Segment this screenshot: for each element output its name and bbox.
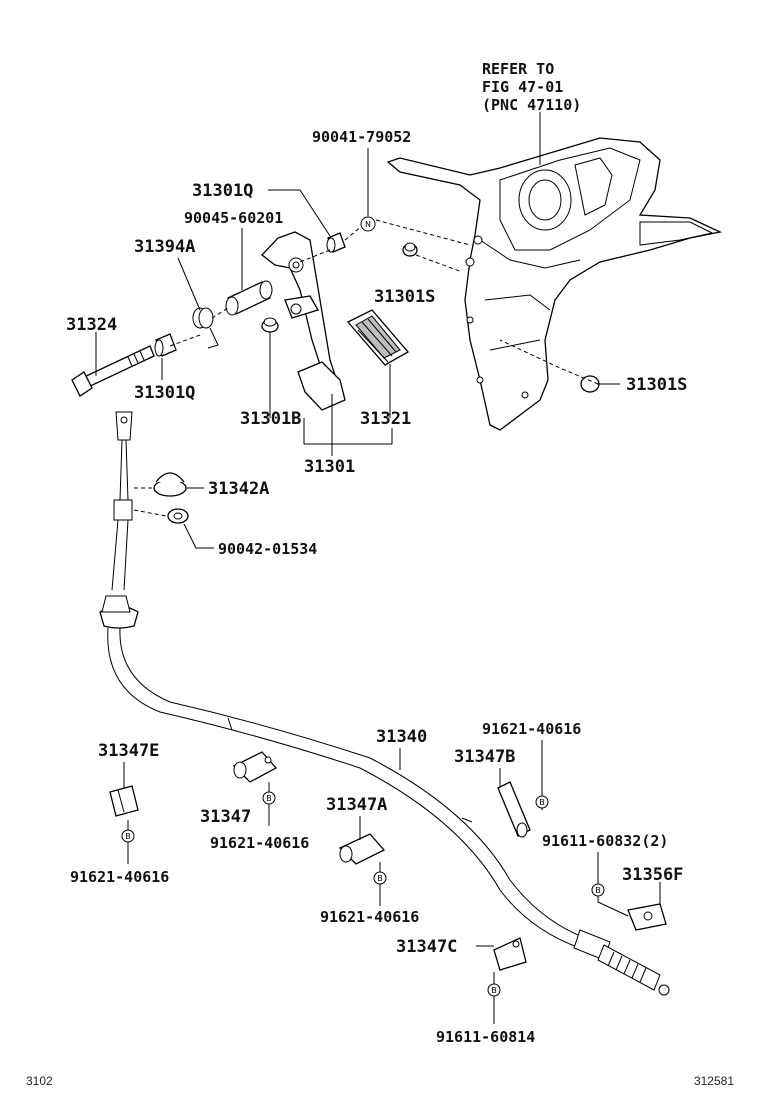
- label-91621-40616-upper-right: 91621-40616: [482, 720, 581, 738]
- label-31342A: 31342A: [208, 479, 269, 499]
- bushing-31301S-mid: [402, 242, 418, 257]
- figure-number-right: 312581: [693, 1074, 734, 1088]
- label-31301: 31301: [304, 457, 355, 477]
- refer-to-note: REFER TO: [482, 60, 554, 78]
- label-31394A: 31394A: [134, 237, 195, 257]
- clip-90042-01534: [167, 508, 189, 524]
- b-marker-5-text: B: [595, 886, 601, 895]
- spring-31394A: [192, 307, 219, 349]
- bushing-31301Q-lower: [154, 333, 177, 357]
- accelerator-cable-31340: [99, 411, 670, 996]
- label-31356F: 31356F: [622, 865, 683, 885]
- figure-number-left: 3102: [26, 1074, 53, 1088]
- grommet-31342A: [153, 472, 187, 497]
- clamp-31347C: [493, 937, 527, 971]
- label-91621-40616-left: 91621-40616: [70, 868, 169, 886]
- b-marker-6-text: B: [491, 986, 497, 995]
- label-31301S-right: 31301S: [626, 375, 687, 395]
- bushing-31301B: [261, 317, 279, 333]
- label-90045-60201: 90045-60201: [184, 209, 283, 227]
- label-31340: 31340: [376, 727, 427, 747]
- label-31347A: 31347A: [326, 795, 387, 815]
- label-91621-40616-lower: 91621-40616: [320, 908, 419, 926]
- label-91621-40616-center: 91621-40616: [210, 834, 309, 852]
- accelerator-pedal-arm: [261, 231, 346, 411]
- label-91611-60814: 91611-60814: [436, 1028, 535, 1046]
- bracket-31356F: [627, 903, 667, 931]
- label-31324: 31324: [66, 315, 117, 335]
- bolt-31324: [71, 345, 155, 397]
- clamp-31347E: [109, 785, 139, 817]
- label-91611-60832: 91611-60832(2): [542, 832, 668, 850]
- b-marker-2-text: B: [266, 794, 272, 803]
- n-marker-text: N: [365, 220, 371, 229]
- label-31347: 31347: [200, 807, 251, 827]
- leader-lines: [95, 112, 661, 1024]
- label-31301Q-upper: 31301Q: [192, 181, 253, 201]
- clamp-31347A: [338, 833, 386, 865]
- bushing-31301Q-upper: [326, 232, 346, 253]
- n-marker: [360, 216, 376, 232]
- label-31321: 31321: [360, 409, 411, 429]
- b-marker-1-text: B: [125, 832, 131, 841]
- label-90042-01534: 90042-01534: [218, 540, 317, 558]
- assembly-line-clip: [133, 509, 167, 517]
- label-31347E: 31347E: [98, 741, 159, 761]
- clamp-31347B: [497, 781, 531, 838]
- pedal-bracket: [386, 137, 723, 431]
- label-31301S-mid: 31301S: [374, 287, 435, 307]
- pedal-pad-31321: [346, 309, 410, 366]
- collar-90045-60201: [225, 280, 273, 316]
- clamp-31347: [232, 751, 278, 783]
- label-31347C: 31347C: [396, 937, 457, 957]
- b-marker-3-text: B: [377, 874, 383, 883]
- b-marker-4-text: B: [539, 798, 545, 807]
- label-31301B: 31301B: [240, 409, 301, 429]
- label-31301Q-lower: 31301Q: [134, 383, 195, 403]
- bolt-markers: B B B B B B: [121, 791, 605, 997]
- assembly-lines-upper: N: [169, 216, 599, 385]
- label-90041-79052: 90041-79052: [312, 128, 411, 146]
- label-31347B: 31347B: [454, 747, 515, 767]
- pnc-reference-note: (PNC 47110): [482, 96, 581, 114]
- fig-reference-note: FIG 47-01: [482, 78, 563, 96]
